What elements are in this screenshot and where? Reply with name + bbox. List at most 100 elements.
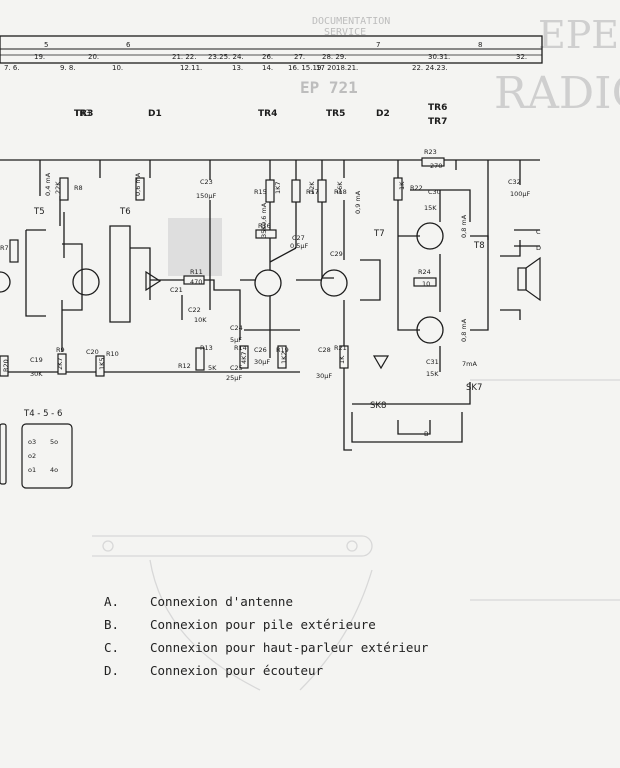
component-label-59: C26 (254, 346, 267, 354)
component-label-18: 0,6 mA (260, 202, 268, 226)
scale-row3-label-6: 16. 15.19. (288, 64, 324, 72)
component-label-76: o3 (28, 438, 36, 446)
legend-letter: B. (104, 617, 120, 632)
scale-row2-label-8: 32. (516, 53, 527, 61)
component-label-44: D (536, 244, 541, 252)
component-label-38: 15K (426, 370, 439, 378)
component-label-8: C23 (200, 178, 213, 186)
component-label-79: o1 (28, 466, 36, 474)
component-label-43: C (536, 228, 541, 236)
stage-label-5: TR6 (428, 103, 447, 113)
component-label-0: R8 (74, 184, 83, 192)
component-label-4: R7 (0, 244, 9, 252)
component-label-31: C32 (508, 178, 521, 186)
ghost-brand-bottom: RADIO (494, 68, 620, 119)
component-label-57: R14 (234, 344, 247, 352)
scale-row3-label-8: 18.21. (336, 64, 358, 72)
transistor-symbols (0, 222, 444, 344)
component-label-32: 100µF (510, 190, 531, 198)
component-label-23: R23 (424, 148, 437, 156)
ghost-brand-top: EPEO (538, 13, 620, 57)
scale-row1-label-0: 5 (44, 41, 48, 49)
scale-row1-label-1: 6 (126, 41, 131, 49)
scale-row3-label-7: 17 20. (316, 64, 338, 72)
dial-scale (0, 35, 543, 64)
stage-label-6: TR7 (428, 117, 447, 127)
scale-row2-label-5: 27. (294, 53, 305, 61)
scale-row3-label-1: 9. 8. (60, 64, 76, 72)
component-symbols (0, 157, 541, 377)
component-label-11: 1K7 (274, 181, 282, 194)
legend-item-d: D. Connexion pour écouteur (104, 663, 544, 686)
component-label-68: 30K (30, 370, 43, 378)
component-label-67: C19 (30, 356, 43, 364)
component-label-28: 15K (424, 204, 437, 212)
component-label-41: SK8 (370, 401, 386, 411)
component-label-61: R19 (276, 346, 289, 354)
component-label-66: 1K (338, 355, 346, 364)
connection-legend: A. Connexion d'antenne B. Connexion pour… (104, 594, 544, 686)
legend-text: Connexion pour haut-parleur extérieur (150, 640, 429, 655)
stage-label-1: D1 (148, 109, 162, 119)
component-label-71: C20 (86, 348, 99, 356)
component-label-26: 1K (398, 181, 406, 190)
component-label-80: 4o (50, 466, 58, 474)
component-label-74: R20 (2, 359, 10, 372)
component-label-64: 30µF (316, 372, 332, 380)
component-label-24: 270 (430, 162, 442, 170)
component-label-52: 5K (208, 364, 217, 372)
component-label-14: R18 (334, 188, 347, 196)
component-label-78: o2 (28, 452, 36, 460)
component-label-50: R13 (200, 344, 213, 352)
component-label-62: 1K2 (280, 351, 288, 364)
scale-row2-label-3: 23.25. 24. (208, 53, 244, 61)
component-label-75: T4 - 5 - 6 (23, 409, 62, 419)
legend-letter: C. (104, 640, 120, 655)
scale-row2-label-7: 30.31. (428, 53, 450, 61)
scale-row3-label-4: 13. (232, 64, 243, 72)
pin-diagram (0, 423, 73, 489)
component-label-54: 5µF (230, 336, 242, 344)
scale-row1-label-3: 8 (478, 41, 482, 49)
component-label-30: 0,8 mA (460, 214, 468, 238)
component-label-2: 0,4 mA (44, 172, 52, 196)
scale-row2-label-1: 20. (88, 53, 99, 61)
component-label-56: 25µF (226, 374, 242, 382)
component-label-20: 0,5µF (290, 242, 308, 250)
ghost-documentation: DOCUMENTATION (312, 16, 391, 27)
component-label-53: C24 (230, 324, 243, 332)
component-label-58: 4K7 (240, 351, 248, 364)
component-label-22: C29 (330, 250, 343, 258)
component-label-27: C30 (428, 188, 441, 196)
ghost-model: EP 721 (300, 78, 358, 97)
component-label-69: R9 (56, 346, 65, 354)
component-label-1: 22K (54, 181, 62, 194)
component-label-7: 0,6 mA (134, 172, 142, 196)
scale-row3-label-3: 12.11. (180, 64, 202, 72)
scale-row2-label-4: 26. (262, 53, 273, 61)
component-label-47: C21 (170, 286, 183, 294)
scale-row2-label-6: 28. 29. (322, 53, 347, 61)
component-label-60: 30µF (254, 358, 270, 366)
ghost-service: SERVICE (324, 27, 367, 38)
component-label-19: C27 (292, 234, 305, 242)
component-label-5: TR3 (73, 109, 91, 119)
component-label-77: 5o (50, 438, 58, 446)
legend-item-a: A. Connexion d'antenne (104, 594, 544, 617)
component-label-25: R22 (410, 184, 423, 192)
wiring (0, 159, 540, 451)
component-label-39: 7mA (462, 360, 477, 368)
component-label-70: 2K7 (56, 357, 64, 370)
stage-label-2: TR4 (258, 109, 277, 119)
stage-label-4: D2 (376, 109, 390, 119)
ghost-artwork (92, 218, 620, 691)
component-label-10: R15 (254, 188, 267, 196)
component-label-35: 10 (422, 280, 430, 288)
component-label-65: R21 (334, 344, 347, 352)
scale-row1-label-2: 7 (376, 41, 380, 49)
component-label-40: SK7 (466, 383, 482, 393)
legend-item-c: C. Connexion pour haut-parleur extérieur (104, 640, 544, 663)
component-label-73: 1K5 (98, 357, 106, 370)
component-label-34: R24 (418, 268, 431, 276)
